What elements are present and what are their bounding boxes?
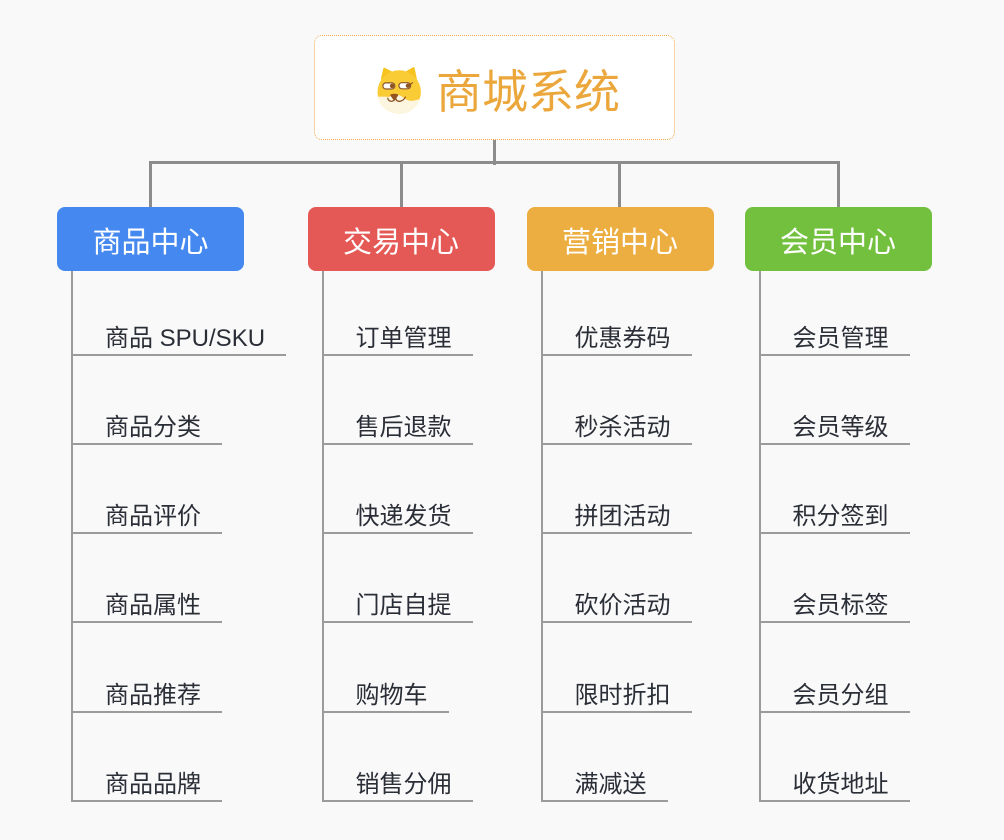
subtopic[interactable]: 门店自提 xyxy=(321,594,473,624)
branch-topic-marketing-center[interactable]: 营销中心 xyxy=(526,207,714,271)
branch-trade-center: 交易中心 订单管理 售后退款 快递发货 门店自提 购物车 销售分佣 xyxy=(307,207,568,840)
connector-stem-trade-center xyxy=(399,161,403,207)
subtopic[interactable]: 积分签到 xyxy=(758,505,910,535)
subtopic[interactable]: 会员分组 xyxy=(758,683,910,713)
subtopic[interactable]: 收货地址 xyxy=(758,772,910,802)
subtopic[interactable]: 销售分佣 xyxy=(321,772,473,802)
subtopic[interactable]: 商品推荐 xyxy=(71,683,222,713)
subtopic[interactable]: 拼团活动 xyxy=(540,505,692,535)
subtopic[interactable]: 快递发货 xyxy=(321,505,473,535)
branch-topic-member-center[interactable]: 会员中心 xyxy=(744,207,932,271)
subtopic[interactable]: 秒杀活动 xyxy=(540,416,692,446)
subtopic[interactable]: 商品品牌 xyxy=(71,772,222,802)
connector-stem-member-center xyxy=(836,161,840,207)
branch-topic-trade-center[interactable]: 交易中心 xyxy=(307,207,495,271)
subtopic[interactable]: 商品属性 xyxy=(71,594,222,624)
connector-stem-product-center xyxy=(149,161,152,207)
subtopic[interactable]: 会员等级 xyxy=(758,416,910,446)
subtopic[interactable]: 限时折扣 xyxy=(540,683,692,713)
branch-member-center: 会员中心 会员管理 会员等级 积分签到 会员标签 会员分组 收货地址 xyxy=(744,207,1004,840)
branch-trunk-line xyxy=(758,271,761,802)
subtopic[interactable]: 商品评价 xyxy=(71,505,222,535)
branch-topic-product-center[interactable]: 商品中心 xyxy=(57,207,244,271)
subtopic[interactable]: 商品分类 xyxy=(71,416,222,446)
connector-root-stem xyxy=(493,139,496,165)
subtopic[interactable]: 商品 SPU/SKU xyxy=(71,327,287,357)
subtopic[interactable]: 订单管理 xyxy=(321,327,473,357)
doge-face-icon xyxy=(377,62,423,114)
subtopic[interactable]: 砍价活动 xyxy=(540,594,692,624)
root-topic-title: 商城系统 xyxy=(436,66,620,118)
subtopic[interactable]: 满减送 xyxy=(540,772,668,802)
branch-product-center: 商品中心 商品 SPU/SKU 商品分类 商品评价 商品属性 商品推荐 商品品牌 xyxy=(57,207,317,840)
subtopic[interactable]: 会员标签 xyxy=(758,594,910,624)
subtopic[interactable]: 优惠券码 xyxy=(540,327,692,357)
subtopic[interactable]: 购物车 xyxy=(321,683,449,713)
subtopic[interactable]: 售后退款 xyxy=(321,416,473,446)
connector-stem-marketing-center xyxy=(618,161,621,207)
branch-trunk-line xyxy=(71,271,73,802)
branch-trunk-line xyxy=(321,271,324,802)
branch-marketing-center: 营销中心 优惠券码 秒杀活动 拼团活动 砍价活动 限时折扣 满减送 xyxy=(526,207,787,840)
subtopic[interactable]: 会员管理 xyxy=(758,327,910,357)
branch-trunk-line xyxy=(540,271,543,802)
root-topic[interactable]: 商城系统 xyxy=(314,35,675,140)
connector-horizontal-rail xyxy=(149,161,840,165)
